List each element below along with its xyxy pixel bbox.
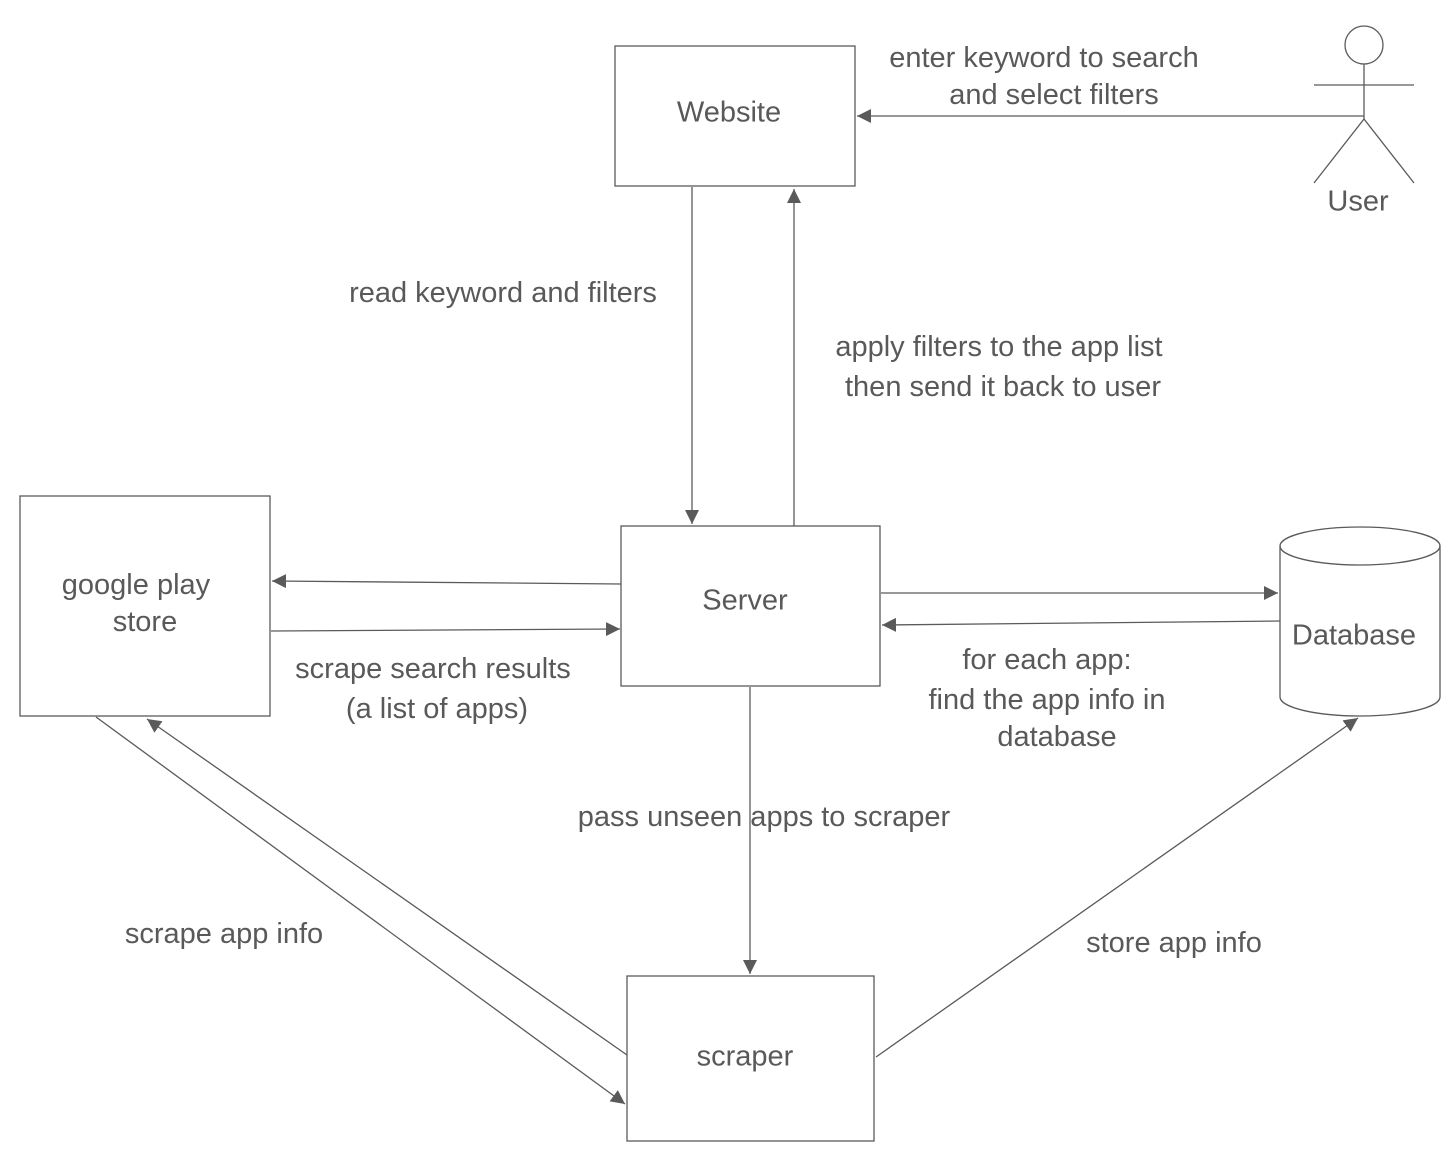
user-left-leg xyxy=(1313,118,1365,184)
website-label: Website xyxy=(677,97,781,129)
website-to-server-label: read keyword and filters xyxy=(349,277,657,309)
edge-scraper-to-database xyxy=(875,717,1359,1058)
user-label: User xyxy=(1327,186,1389,218)
edge-scraper-to-play-store xyxy=(146,718,628,1056)
scraper-box xyxy=(626,975,875,1142)
website-box xyxy=(614,45,856,187)
edge-play-store-to-server xyxy=(270,622,621,637)
server-to-scraper-label-line-1: pass unseen apps to scraper xyxy=(578,801,951,833)
server-to-scraper-label: pass unseen apps to scraper xyxy=(578,801,951,833)
database-server-label-line-1: for each app: xyxy=(962,644,1131,676)
play-store-label-line-1: google play xyxy=(62,569,211,601)
user-to-website-label: enter keyword to search and select filte… xyxy=(889,42,1207,111)
scraper-play-store-label: scrape app info xyxy=(125,918,323,950)
database-label: Database xyxy=(1292,620,1416,652)
scraper-to-database-label-line-1: store app info xyxy=(1086,927,1262,959)
server-to-website-label-line-1: apply filters to the app list xyxy=(835,331,1162,363)
edge-database-to-server xyxy=(881,617,1281,632)
database-cylinder xyxy=(1279,526,1441,717)
server-label: Server xyxy=(702,585,788,617)
play-store-server-label: scrape search results (a list of apps) xyxy=(295,653,579,725)
user-head xyxy=(1344,25,1384,65)
edge-server-to-play-store xyxy=(271,574,622,589)
node-scraper: scraper xyxy=(626,975,875,1142)
edges xyxy=(95,109,1364,1105)
node-website: Website xyxy=(614,45,856,187)
play-store-server-label-line-2: (a list of apps) xyxy=(346,693,528,725)
user-to-website-label-line-1: enter keyword to search xyxy=(889,42,1198,74)
scraper-label: scraper xyxy=(697,1041,794,1073)
server-to-website-label-line-2: then send it back to user xyxy=(845,371,1161,403)
node-server: Server xyxy=(620,525,881,687)
database-server-label-line-3: database xyxy=(997,721,1116,753)
server-box xyxy=(620,525,881,687)
play-store-server-label-line-1: scrape search results xyxy=(295,653,571,685)
server-to-website-label: apply filters to the app list then send … xyxy=(835,331,1170,403)
database-server-label-line-2: find the app info in xyxy=(928,684,1165,716)
database-top-rim xyxy=(1279,545,1441,566)
node-database: Database xyxy=(1279,526,1441,717)
user-right-leg xyxy=(1363,118,1415,184)
node-play-store: google play store xyxy=(19,495,271,717)
scraper-play-store-label-line-1: scrape app info xyxy=(125,918,323,950)
play-store-label-line-2: store xyxy=(113,606,177,638)
user-to-website-label-line-2: and select filters xyxy=(949,79,1159,111)
website-to-server-label-line-1: read keyword and filters xyxy=(349,277,657,309)
play-store-box xyxy=(19,495,271,717)
play-store-label: google play store xyxy=(62,569,218,638)
scraper-to-database-label: store app info xyxy=(1086,927,1262,959)
user-actor-icon xyxy=(1313,25,1415,184)
edge-play-store-to-scraper xyxy=(95,716,626,1105)
database-server-label: for each app: find the app info in datab… xyxy=(928,644,1173,753)
